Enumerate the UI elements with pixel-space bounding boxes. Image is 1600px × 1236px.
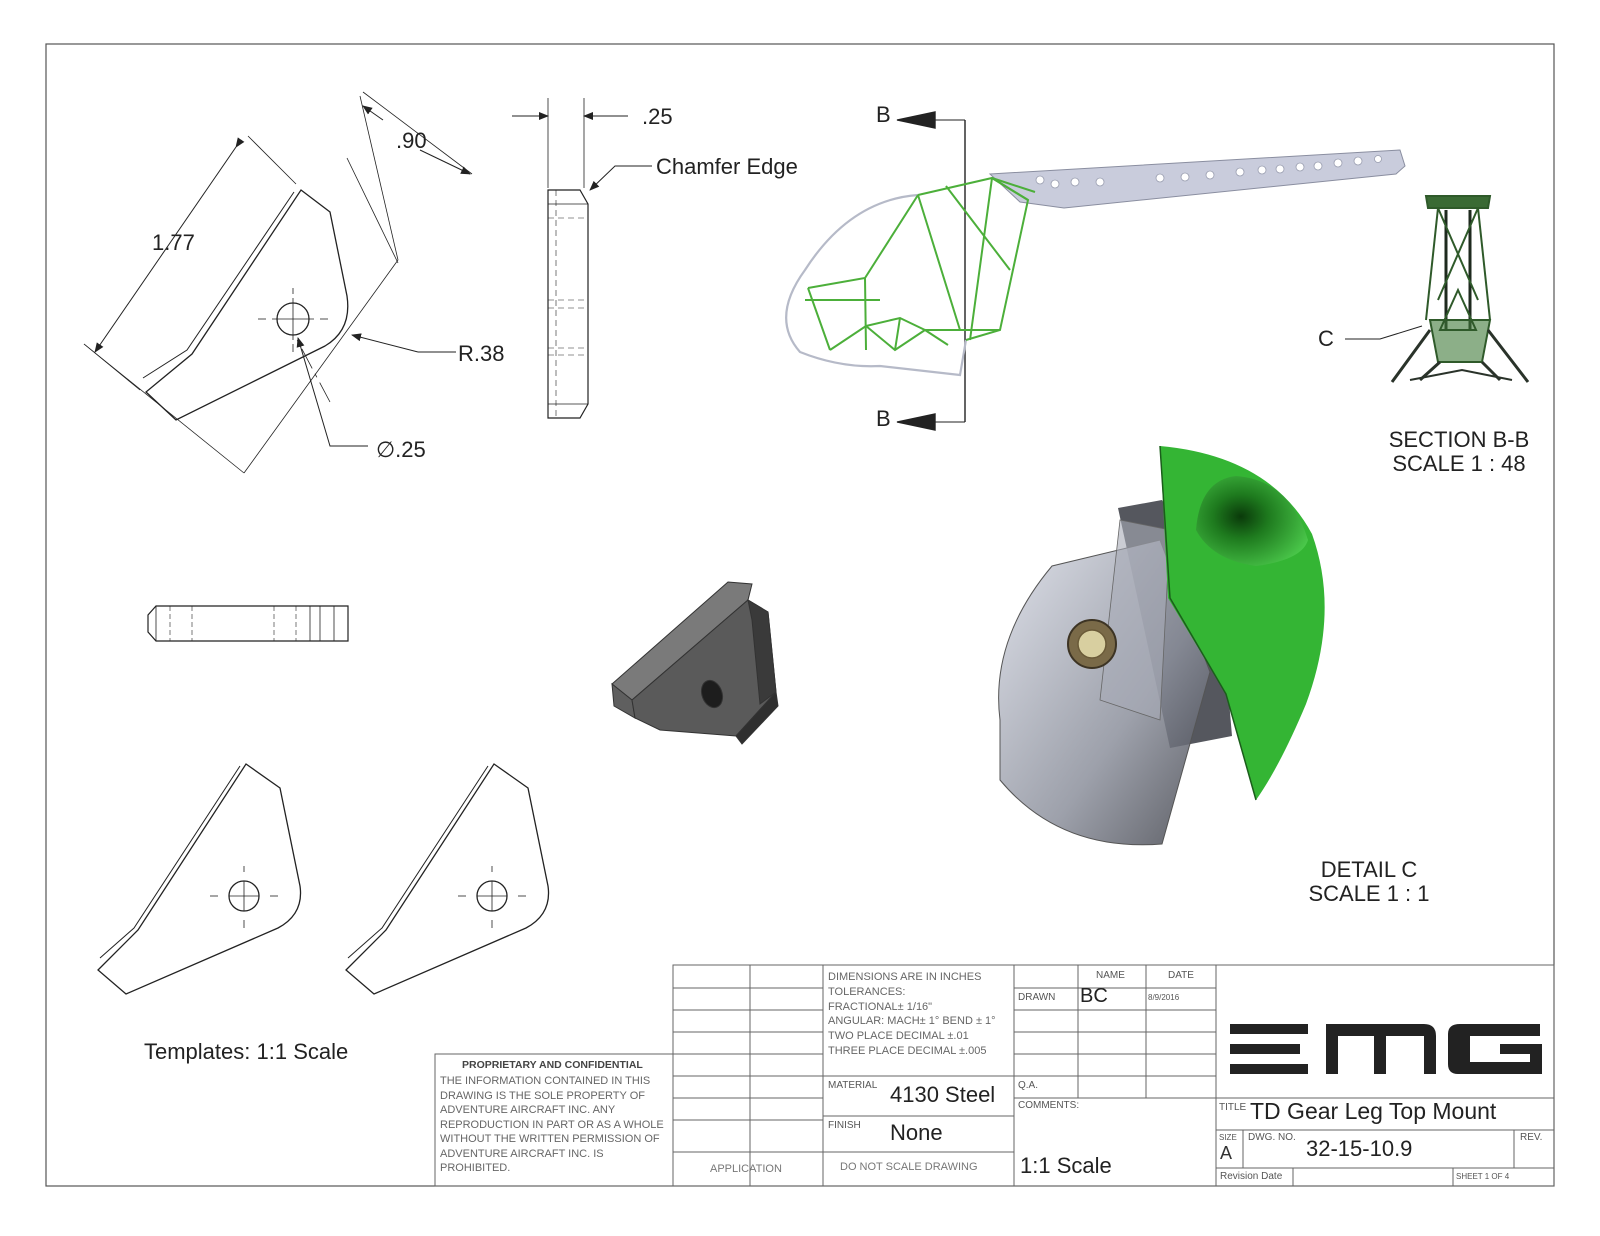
material-value: 4130 Steel bbox=[890, 1082, 996, 1107]
section-marker-bottom: B bbox=[876, 406, 891, 431]
part-side-view bbox=[147, 605, 349, 642]
material-label: MATERIAL bbox=[828, 1080, 878, 1091]
do-not-scale-note: DO NOT SCALE DRAWING bbox=[840, 1161, 978, 1173]
comments-label: COMMENTS: bbox=[1018, 1100, 1080, 1111]
emg-logo bbox=[1230, 1024, 1542, 1074]
templates-label: Templates: 1:1 Scale bbox=[144, 1039, 349, 1064]
template-2 bbox=[345, 763, 550, 995]
application-label: APPLICATION bbox=[710, 1163, 782, 1175]
gear-front-view bbox=[1390, 195, 1530, 383]
drawn-label: DRAWN bbox=[1018, 992, 1056, 1003]
drawn-by: BC bbox=[1080, 985, 1108, 1007]
finish-value: None bbox=[890, 1120, 943, 1145]
tolerances-note: DIMENSIONS ARE IN INCHES TOLERANCES: FRA… bbox=[828, 971, 996, 1057]
dim-177: 1.77 bbox=[152, 230, 195, 255]
detail-c-scale: SCALE 1 : 1 bbox=[1308, 881, 1430, 906]
sheet-border bbox=[45, 43, 1555, 1187]
tailboom-holes bbox=[1035, 155, 1382, 189]
airframe-cabin-outline bbox=[785, 193, 968, 377]
dim-090: .90 bbox=[396, 128, 427, 153]
section-marker-top: B bbox=[876, 102, 891, 127]
dim-hole-diameter: ∅.25 bbox=[376, 437, 426, 462]
section-bb-scale: SCALE 1 : 48 bbox=[1392, 451, 1526, 476]
dim-radius: R.38 bbox=[458, 341, 505, 366]
chamfer-edge-label: Chamfer Edge bbox=[656, 154, 798, 179]
date-header: DATE bbox=[1168, 970, 1194, 981]
detail-c-leader bbox=[1345, 325, 1423, 340]
comments-value: 1:1 Scale bbox=[1020, 1153, 1112, 1178]
section-bb-label: SECTION B-B bbox=[1388, 427, 1530, 452]
section-cut-line bbox=[896, 111, 966, 431]
part-front-view bbox=[83, 91, 473, 474]
proprietary-text: THE INFORMATION CONTAINED IN THIS DRAWIN… bbox=[440, 1075, 664, 1174]
detail-c-marker: C bbox=[1318, 326, 1334, 351]
size-label: SIZE bbox=[1219, 1133, 1237, 1142]
dwg-no-label: DWG. NO. bbox=[1248, 1132, 1296, 1143]
detail-c-label: DETAIL C bbox=[1320, 857, 1418, 882]
part-isometric-view bbox=[611, 581, 779, 745]
revision-date-label: Revision Date bbox=[1220, 1171, 1283, 1182]
title-block-grid bbox=[434, 964, 1555, 1187]
drawn-date: 8/9/2016 bbox=[1148, 993, 1180, 1002]
rev-label: REV. bbox=[1520, 1132, 1543, 1143]
proprietary-title: PROPRIETARY AND CONFIDENTIAL bbox=[462, 1059, 643, 1071]
size-value: A bbox=[1220, 1143, 1233, 1163]
qa-label: Q.A. bbox=[1018, 1080, 1039, 1091]
dwg-no-value: 32-15-10.9 bbox=[1306, 1136, 1413, 1161]
airframe-green-truss bbox=[805, 176, 1036, 352]
template-1 bbox=[97, 763, 302, 995]
name-header: NAME bbox=[1096, 970, 1125, 981]
dim-thickness: .25 bbox=[642, 104, 673, 129]
detail-c-render bbox=[998, 445, 1325, 846]
title-label: TITLE bbox=[1219, 1102, 1247, 1113]
airframe-tailboom bbox=[988, 149, 1406, 209]
sheet-number: SHEET 1 OF 4 bbox=[1456, 1172, 1510, 1181]
drawing-title: TD Gear Leg Top Mount bbox=[1250, 1098, 1497, 1124]
part-edge-view bbox=[512, 98, 652, 419]
finish-label: FINISH bbox=[828, 1120, 861, 1131]
